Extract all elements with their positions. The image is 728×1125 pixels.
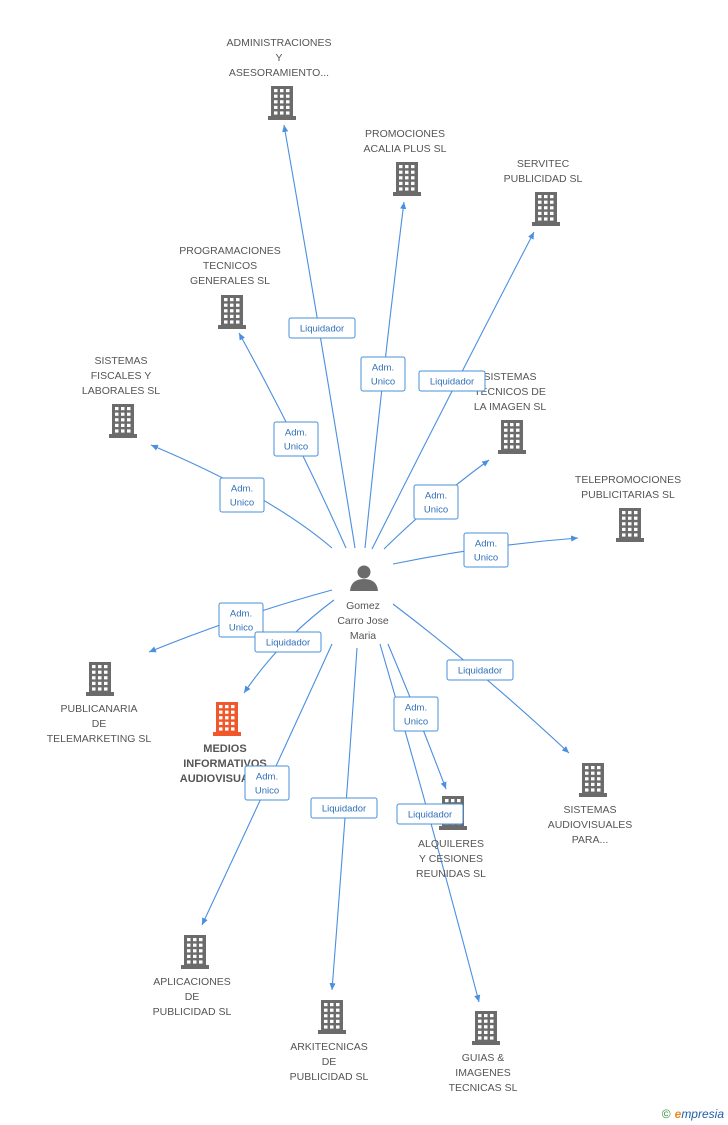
building-icon[interactable] [318, 1000, 346, 1034]
building-icon[interactable] [498, 420, 526, 454]
copyright-icon: © [661, 1107, 671, 1121]
relation-label: Adm.Unico [229, 609, 253, 634]
relation-badge-programaciones[interactable]: Adm.Unico [273, 421, 319, 457]
relation-label: Liquidador [458, 666, 502, 677]
building-icon[interactable] [472, 1011, 500, 1045]
relation-label: Adm.Unico [255, 772, 279, 797]
relation-badge-arkitecnicas[interactable]: Liquidador [310, 797, 378, 819]
building-icon[interactable] [532, 192, 560, 226]
person-icon [350, 565, 378, 591]
relation-label: Liquidador [322, 804, 366, 815]
building-icon[interactable] [181, 935, 209, 969]
edge-arkitecnicas [329, 647, 358, 991]
relation-badge-sistemas-audiovisuales[interactable]: Liquidador [446, 659, 514, 681]
relation-label: Adm.Unico [230, 484, 254, 509]
relation-badge-servitec[interactable]: Liquidador [418, 370, 486, 392]
building-icon[interactable] [268, 86, 296, 120]
relation-badge-sistemas-fiscales[interactable]: Adm.Unico [219, 477, 265, 513]
relation-badge-aplicaciones[interactable]: Adm.Unico [244, 765, 290, 801]
building-icon[interactable] [579, 763, 607, 797]
brand-logo-text: mpresia [681, 1107, 724, 1121]
building-icon[interactable] [213, 702, 241, 736]
relation-badge-medios[interactable]: Liquidador [254, 631, 322, 653]
relation-badge-sistemas-tecnicos[interactable]: Adm.Unico [413, 484, 459, 520]
brand-logo-letter: e [674, 1107, 682, 1121]
relation-label: Adm.Unico [474, 539, 498, 564]
relation-label: Adm.Unico [284, 428, 308, 453]
relation-label: Liquidador [430, 377, 474, 388]
relation-badge-telepromociones[interactable]: Adm.Unico [463, 532, 509, 568]
relation-label: Liquidador [300, 324, 344, 335]
relation-label: Adm.Unico [424, 491, 448, 516]
relation-label: Adm.Unico [371, 363, 395, 388]
building-icon[interactable] [218, 295, 246, 329]
brand-footer: ©empresia [662, 1107, 724, 1121]
relation-badge-guias[interactable]: Liquidador [396, 803, 464, 825]
relation-label: Liquidador [408, 810, 452, 821]
relation-badge-promociones-acalia[interactable]: Adm.Unico [360, 356, 406, 392]
relation-badge-publicanaria[interactable]: Adm.Unico [218, 602, 264, 638]
building-icon[interactable] [393, 162, 421, 196]
relation-badge-alquileres[interactable]: Adm.Unico [393, 696, 439, 732]
building-icon[interactable] [616, 508, 644, 542]
relation-badge-administraciones[interactable]: Liquidador [288, 317, 356, 339]
relation-label: Adm.Unico [404, 703, 428, 728]
building-icon[interactable] [109, 404, 137, 438]
relation-label: Liquidador [266, 638, 310, 649]
building-icon[interactable] [86, 662, 114, 696]
